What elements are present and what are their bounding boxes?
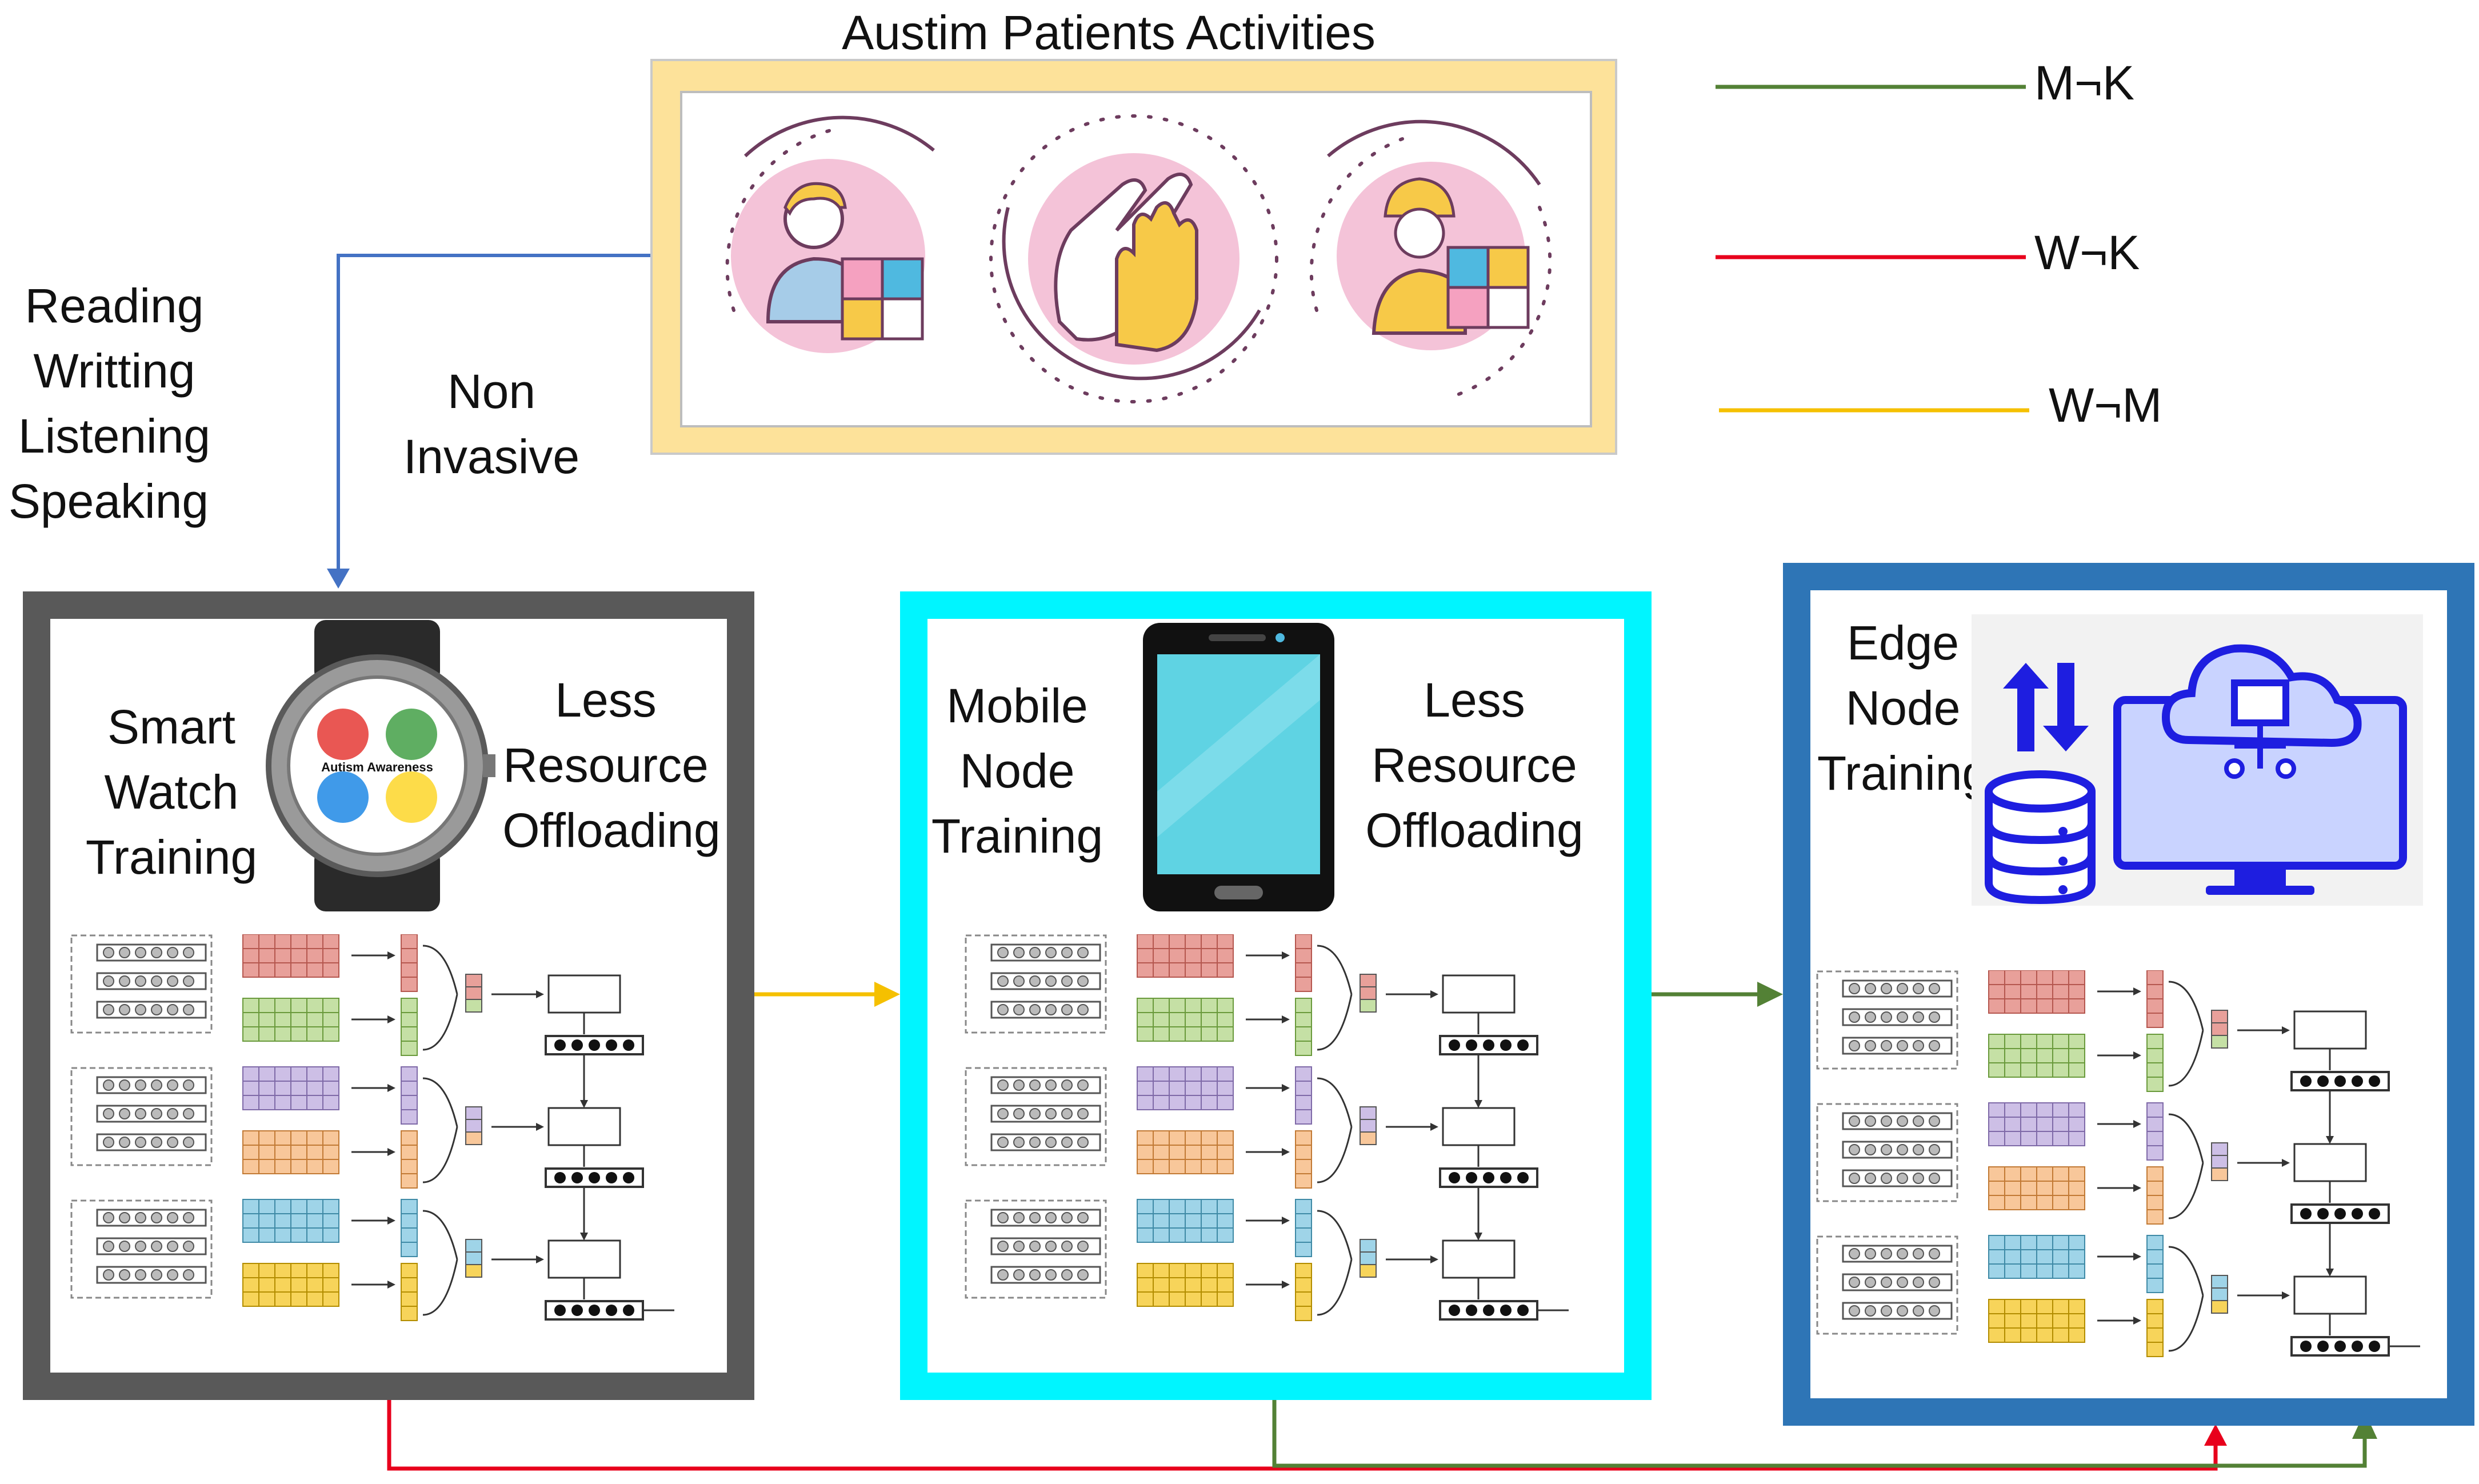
watch-title-line2: Watch xyxy=(104,765,239,819)
smart-watch-icon: Autism Awareness xyxy=(266,620,495,911)
mobile-title-line3: Training xyxy=(931,809,1103,863)
activity-reading: Reading xyxy=(25,279,204,333)
worker-puzzle-icon xyxy=(1309,119,1552,398)
watch-to-mobile-arrowhead xyxy=(874,982,900,1007)
hands-icon xyxy=(989,114,1278,403)
non-invasive-line2: Invasive xyxy=(403,430,580,483)
network-schematic xyxy=(1816,970,2420,1357)
watch-to-edge-arrowhead xyxy=(2204,1424,2227,1446)
activities-title: Austim Patients Activities xyxy=(842,6,1376,59)
watch-note-line2: Resource xyxy=(503,738,709,792)
network-schematic xyxy=(965,934,1569,1321)
watch-to-edge-connector xyxy=(387,1397,2218,1471)
smartphone-icon xyxy=(1143,623,1334,911)
mobile-title-line2: Node xyxy=(959,744,1075,798)
mobile-note-line2: Resource xyxy=(1372,738,1577,792)
legend-label-wm: W¬M xyxy=(2049,378,2162,432)
mobile-title-line1: Mobile xyxy=(946,679,1088,733)
activity-listening: Listening xyxy=(18,409,211,463)
mobile-training-network xyxy=(963,934,1597,1346)
edge-title-line1: Edge xyxy=(1846,616,1960,670)
activity-speaking: Speaking xyxy=(8,474,209,528)
activities-to-watch-connector xyxy=(337,254,650,577)
legend-label-mk: M¬K xyxy=(2034,56,2135,110)
watch-title-line1: Smart xyxy=(107,700,236,754)
activity-writting: Writting xyxy=(33,344,195,398)
watch-title-line3: Training xyxy=(85,830,258,884)
mobile-to-edge-arrowhead xyxy=(1757,982,1783,1007)
network-schematic xyxy=(70,934,674,1321)
activities-inner xyxy=(680,91,1592,427)
activities-illustration xyxy=(725,114,1552,403)
edge-training-network xyxy=(1814,970,2449,1382)
watch-training-network xyxy=(69,934,703,1346)
mobile-bottom-to-edge-connector xyxy=(1272,1397,2367,1468)
edge-title-line3: Training xyxy=(1817,746,1989,800)
svg-text:Autism Awareness: Autism Awareness xyxy=(321,760,433,774)
mobile-note-line1: Less xyxy=(1424,673,1525,727)
activities-panel xyxy=(650,59,1617,455)
watch-note-line3: Offloading xyxy=(502,803,721,857)
mobile-note-line3: Offloading xyxy=(1365,803,1584,857)
edge-title-line2: Node xyxy=(1845,681,1961,735)
non-invasive-line1: Non xyxy=(447,365,536,418)
edge-server-icon xyxy=(1972,614,2423,906)
activities-to-watch-arrowhead xyxy=(327,569,350,589)
legend-label-wk: W¬K xyxy=(2034,226,2140,279)
person-puzzle-icon xyxy=(725,115,935,353)
watch-note-line1: Less xyxy=(555,673,657,727)
